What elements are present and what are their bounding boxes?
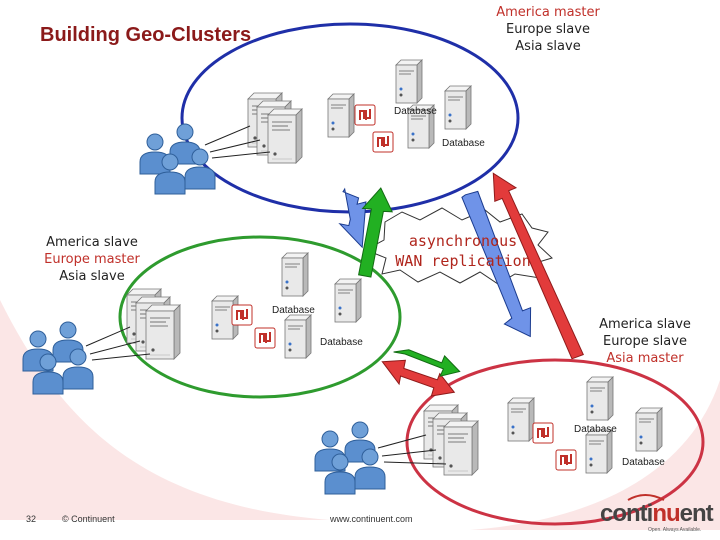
role-line: Europe slave bbox=[603, 334, 687, 349]
arrow-europe-to-asia-green bbox=[393, 349, 461, 377]
cluster-ring bbox=[118, 235, 402, 399]
wan-label-line: WAN replication bbox=[395, 252, 531, 270]
copyright: © Continuent bbox=[62, 514, 115, 524]
role-line: Asia slave bbox=[59, 269, 125, 284]
arrow-europe-asia bbox=[381, 359, 456, 397]
role-line: America slave bbox=[599, 317, 691, 332]
asia-role-list: America slave Europe slave Asia master bbox=[578, 316, 712, 367]
tungsten-logo-icon bbox=[532, 422, 554, 444]
footer-url[interactable]: www.continuent.com bbox=[330, 514, 413, 524]
role-line: Asia slave bbox=[515, 39, 581, 54]
arrow-europe-to-america bbox=[358, 187, 394, 278]
role-line: Asia master bbox=[606, 351, 684, 366]
america-cluster bbox=[139, 22, 520, 214]
tungsten-logo-icon bbox=[372, 131, 394, 153]
database-label: Database bbox=[622, 457, 665, 468]
wan-label-line: asynchronous bbox=[408, 232, 518, 250]
role-line: Europe slave bbox=[506, 22, 590, 37]
database-label: Database bbox=[574, 424, 617, 435]
tungsten-logo-icon bbox=[231, 304, 253, 326]
user-group-icon bbox=[314, 421, 386, 495]
europe-role-list: America slave Europe master Asia slave bbox=[28, 234, 156, 285]
tungsten-logo-icon bbox=[254, 327, 276, 349]
logo-text: ent bbox=[679, 500, 714, 527]
user-group-icon bbox=[139, 123, 216, 195]
role-line: America master bbox=[496, 5, 600, 20]
arrow-america-to-europe bbox=[338, 187, 367, 249]
europe-cluster bbox=[22, 235, 402, 399]
continuent-logo: continuent bbox=[600, 500, 714, 528]
tungsten-logo-icon bbox=[555, 449, 577, 471]
tungsten-logo-icon bbox=[354, 104, 376, 126]
logo-swoosh bbox=[627, 494, 665, 501]
user-group-icon bbox=[22, 321, 94, 395]
logo-text: nu bbox=[652, 500, 680, 527]
page-title: Building Geo-Clusters bbox=[40, 24, 252, 46]
background-swoosh bbox=[470, 380, 720, 530]
america-role-list: America master Europe slave Asia slave bbox=[478, 4, 618, 55]
role-line: Europe master bbox=[44, 252, 140, 267]
logo-tagline: Open. Always Available. bbox=[648, 527, 702, 533]
slide-number: 32 bbox=[26, 514, 37, 524]
database-label: Database bbox=[320, 337, 363, 348]
background-swoosh bbox=[0, 300, 330, 520]
arrow-america-to-asia bbox=[461, 190, 532, 338]
logo-text: conti bbox=[600, 500, 653, 527]
arrow-asia-to-america bbox=[492, 172, 584, 360]
cluster-ring bbox=[405, 358, 705, 526]
asia-cluster bbox=[314, 358, 705, 526]
wan-replication-label: asynchronous WAN replication bbox=[378, 231, 548, 271]
database-label: Database bbox=[272, 305, 315, 316]
database-label: Database bbox=[394, 106, 437, 117]
replication-arrows bbox=[338, 172, 584, 397]
role-line: America slave bbox=[46, 235, 138, 250]
database-label: Database bbox=[442, 138, 485, 149]
